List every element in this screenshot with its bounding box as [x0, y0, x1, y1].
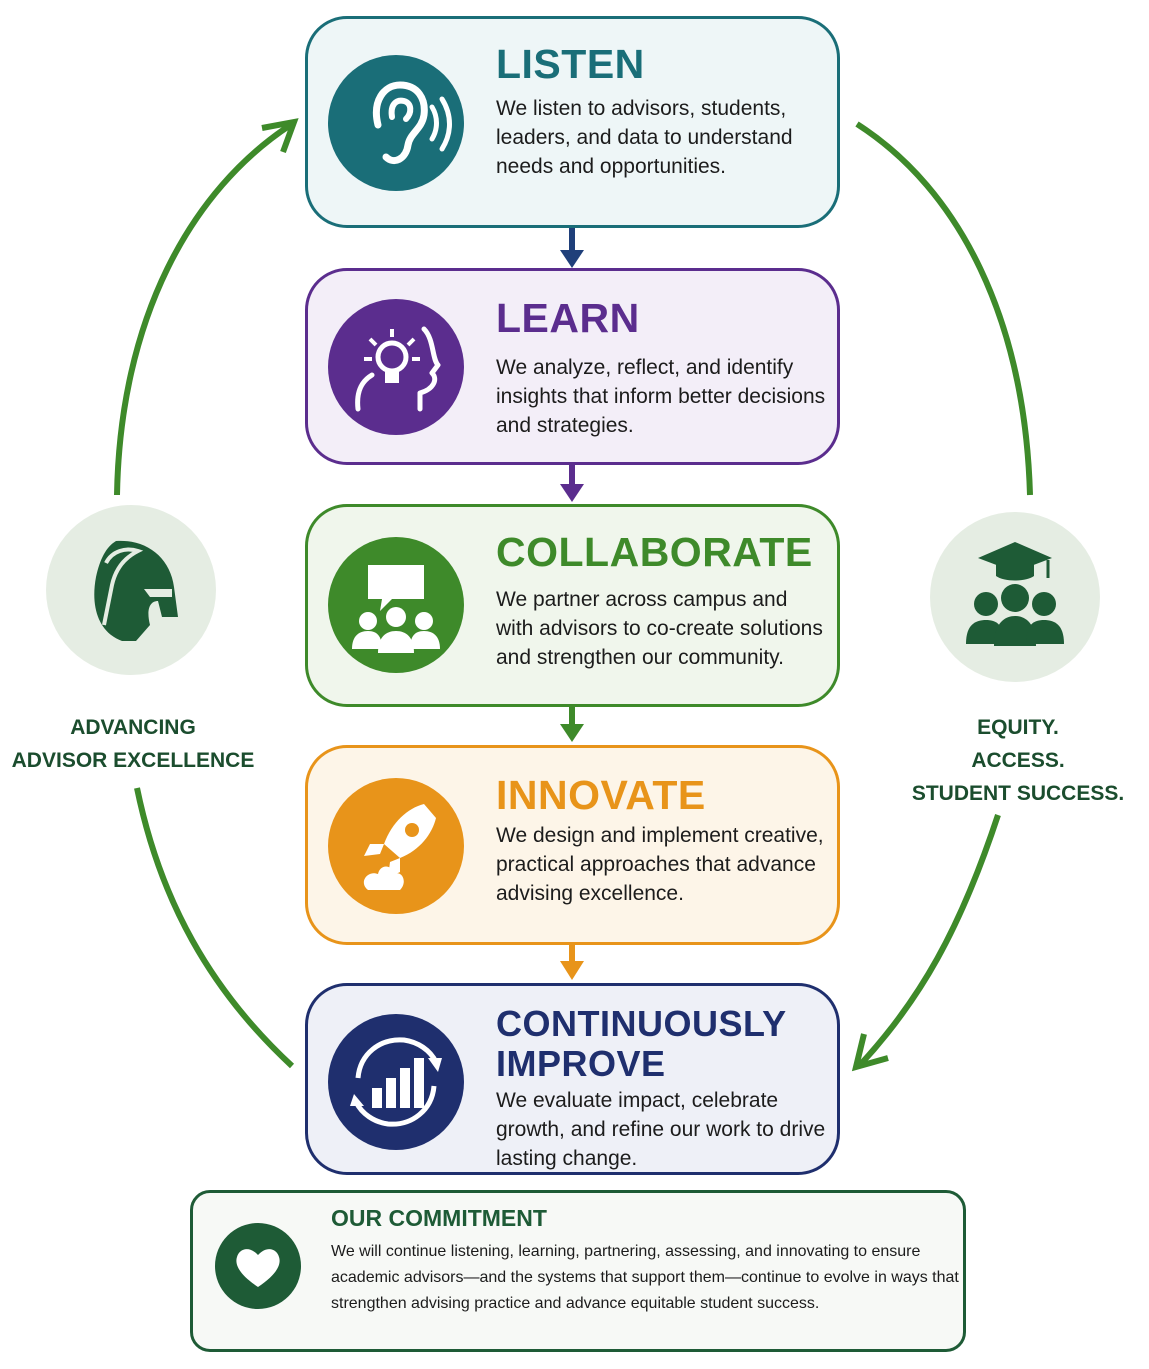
- right-label-line2: ACCESS.: [971, 749, 1065, 772]
- stage-continuously-improve: CONTINUOUSLY IMPROVE We evaluate impact,…: [305, 983, 840, 1175]
- ear-icon: [328, 55, 464, 191]
- right-label: EQUITY. ACCESS. STUDENT SUCCESS.: [900, 711, 1136, 810]
- left-label-line1: ADVANCING: [70, 716, 196, 739]
- stage-description: We partner across campus and with adviso…: [496, 588, 823, 669]
- commitment-title: OUR COMMITMENT: [331, 1205, 547, 1231]
- right-label-line1: EQUITY.: [977, 716, 1059, 739]
- stage-title: LISTEN: [496, 41, 645, 87]
- stage-description: We listen to advisors, students, leaders…: [496, 97, 793, 178]
- our-commitment-box: OUR COMMITMENT We will continue listenin…: [190, 1190, 966, 1352]
- stage-title-line2: IMPROVE: [496, 1043, 666, 1084]
- lightbulb-head-icon: [328, 299, 464, 435]
- down-arrow-1: [560, 226, 584, 268]
- stage-collaborate: COLLABORATE We partner across campus and…: [305, 504, 840, 707]
- graduation-group-icon: [930, 512, 1100, 682]
- people-chat-icon: [328, 537, 464, 673]
- left-upper-arrow: [114, 121, 294, 496]
- left-label-line2: ADVISOR EXCELLENCE: [11, 749, 255, 772]
- down-arrow-2: [560, 463, 584, 502]
- rocket-icon: [328, 778, 464, 914]
- stage-description: We design and implement creative, practi…: [496, 824, 824, 905]
- commitment-text: We will continue listening, learning, pa…: [331, 1243, 959, 1312]
- stage-description: We evaluate impact, celebrate growth, an…: [496, 1089, 826, 1170]
- heart-icon: [215, 1223, 301, 1309]
- cycle-chart-icon: [328, 1014, 464, 1150]
- right-lower-arrow: [857, 814, 1001, 1068]
- stage-title-line1: CONTINUOUSLY: [496, 1003, 787, 1044]
- spartan-helmet-icon: [46, 505, 216, 675]
- left-lower-arc: [134, 787, 295, 1069]
- right-upper-arc: [855, 121, 1033, 496]
- right-label-line3: STUDENT SUCCESS.: [911, 782, 1125, 805]
- stage-innovate: INNOVATE We design and implement creativ…: [305, 745, 840, 945]
- stage-description: We analyze, reflect, and identify insigh…: [496, 356, 826, 437]
- stage-learn: LEARN We analyze, reflect, and identify …: [305, 268, 840, 465]
- down-arrow-3: [560, 705, 584, 742]
- stage-listen: LISTEN We listen to advisors, students, …: [305, 16, 840, 228]
- stage-title: COLLABORATE: [496, 529, 813, 575]
- stage-title: LEARN: [496, 295, 640, 341]
- left-label: ADVANCING ADVISOR EXCELLENCE: [10, 711, 256, 777]
- down-arrow-4: [560, 943, 584, 980]
- stage-title: INNOVATE: [496, 772, 706, 818]
